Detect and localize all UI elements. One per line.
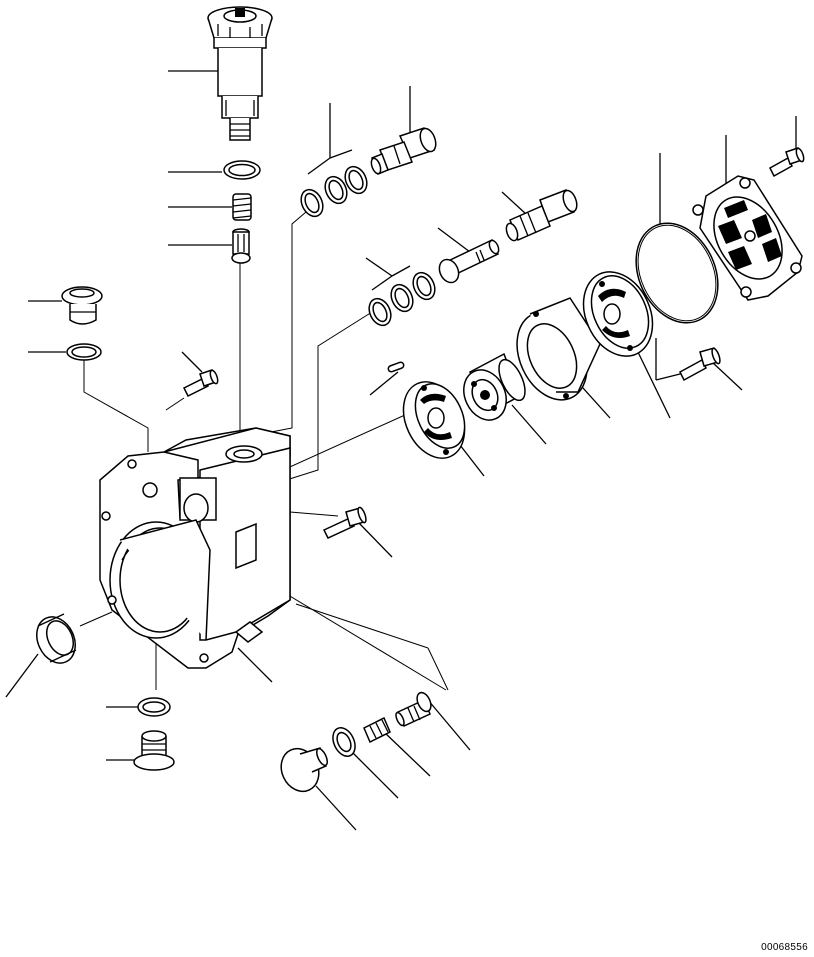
outer-ring: [516, 297, 601, 401]
spring-lower: [363, 716, 391, 744]
fitting-part: [505, 189, 578, 242]
bolt-right-top: [769, 147, 805, 178]
valve-lower: [395, 691, 432, 728]
o-ring-lower-right: [332, 727, 356, 757]
cap-plug: [280, 747, 329, 793]
breather-filter-part: [207, 6, 273, 141]
cover-plate: [582, 271, 654, 357]
o-ring-left: [66, 343, 102, 361]
end-cover: [692, 175, 803, 301]
side-plate: [402, 381, 466, 459]
pump-housing: [99, 427, 291, 669]
bolt-center: [322, 506, 367, 539]
plug-lower-left: [133, 730, 175, 771]
o-ring-lower-left: [137, 697, 171, 717]
spool-part: [438, 238, 500, 284]
gear-rotor: [463, 352, 526, 421]
bolt-left: [182, 369, 219, 398]
large-o-ring: [635, 222, 719, 324]
plug-left-top: [61, 286, 103, 325]
dowel-pin: [387, 361, 405, 373]
relief-valve-plug: [370, 127, 437, 175]
bolt-right-middle: [679, 347, 721, 382]
o-ring-set-middle: [368, 271, 436, 327]
callout-lines: [5, 70, 797, 831]
drawing-reference-number: 00068556: [761, 942, 808, 953]
o-ring-top: [223, 160, 261, 180]
spring-top: [232, 193, 252, 221]
oil-seal: [36, 613, 77, 664]
o-ring-set-upper: [300, 165, 368, 218]
valve-top: [231, 228, 251, 264]
